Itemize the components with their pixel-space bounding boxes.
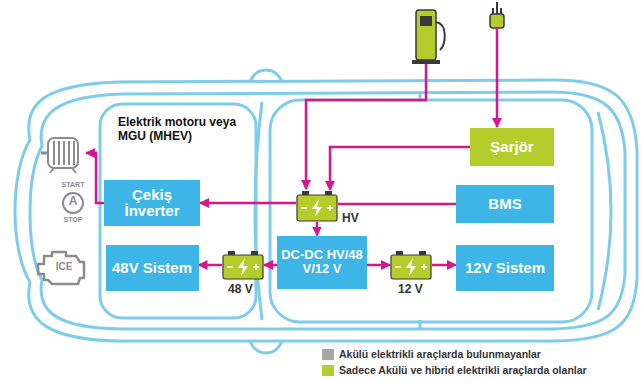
- legend-swatch: [322, 365, 334, 376]
- process-box: Çekiş İnverter: [104, 180, 200, 226]
- windshield: [255, 102, 262, 320]
- battery-icon: [222, 250, 264, 280]
- power-flow-arrow: [199, 264, 223, 267]
- power-flow-arrow: [86, 153, 104, 203]
- legend-swatch: [322, 349, 334, 360]
- box-label: Çekiş İnverter: [104, 187, 200, 220]
- power-flow-arrow: [338, 203, 456, 206]
- legend-row: Sadece Akülü ve hibrid elektrikli araçla…: [322, 362, 587, 378]
- charging-station: [412, 10, 445, 64]
- legend: Akülü elektrikli araçlarda bulunmayanlar…: [322, 346, 587, 378]
- motor-icon: [40, 132, 86, 174]
- box-label: BMS: [488, 196, 521, 213]
- battery-icon: [390, 250, 432, 280]
- battery-node: HV: [296, 190, 338, 222]
- icon-text: STOP: [56, 216, 90, 223]
- motor-node: Elektrik motoru veya MGU (MHEV): [40, 132, 86, 174]
- process-box: 48V Sistem: [106, 245, 199, 291]
- side-mirror: [250, 341, 282, 353]
- charge-wire: [496, 28, 499, 127]
- charge-wire: [306, 64, 426, 189]
- power-flow-arrow: [316, 222, 319, 236]
- box-label: 12V Sistem: [465, 260, 545, 277]
- icon-letter: A: [63, 195, 83, 207]
- box-label: 48V Sistem: [112, 260, 192, 277]
- legend-text: Sadece Akülü ve hibrid elektrikli araçla…: [339, 364, 587, 376]
- cabin: [270, 100, 592, 322]
- hood: [100, 104, 256, 318]
- power-flow-arrow: [200, 202, 296, 205]
- process-box: 12V Sistem: [456, 245, 554, 291]
- process-box: BMS: [456, 185, 554, 223]
- engine-label: ICE: [49, 262, 79, 272]
- power-flow-arrow: [367, 264, 390, 267]
- car-body-inner: [30, 92, 625, 329]
- voltage-label: HV: [342, 212, 359, 226]
- icon-text: START: [56, 181, 90, 188]
- voltage-label: 12 V: [398, 283, 423, 297]
- battery-node: 12 V: [390, 250, 432, 280]
- start-stop-icon: [63, 193, 83, 213]
- power-flow-arrow: [432, 264, 456, 267]
- battery-icon: [296, 190, 338, 222]
- voltage-label: 48 V: [228, 283, 253, 297]
- box-label: DC-DC HV/48 V/12 V: [277, 248, 367, 277]
- side-mirror: [250, 70, 282, 82]
- process-box: Şarjör: [470, 128, 554, 166]
- rear-window: [598, 112, 611, 310]
- car-body: [15, 80, 637, 341]
- legend-text: Akülü elektrikli araçlarda bulunmayanlar: [339, 348, 541, 360]
- power-flow-arrow: [264, 264, 277, 267]
- legend-row: Akülü elektrikli araçlarda bulunmayanlar: [322, 346, 587, 362]
- power-flow-arrow: [330, 147, 470, 190]
- engine-icon: [38, 252, 84, 284]
- part-label: Elektrik motoru veya MGU (MHEV): [118, 116, 250, 144]
- plug: [490, 2, 504, 28]
- battery-node: 48 V: [222, 250, 264, 280]
- process-box: DC-DC HV/48 V/12 V: [277, 236, 367, 289]
- box-label: Şarjör: [490, 139, 533, 156]
